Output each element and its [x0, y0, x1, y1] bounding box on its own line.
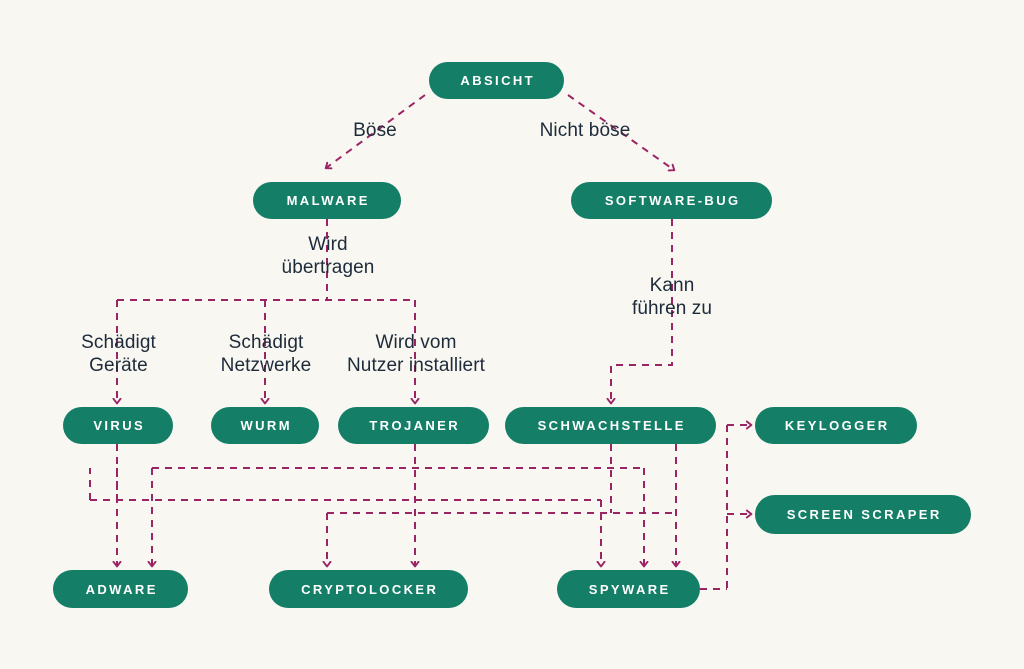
node-wurm[interactable]: WURM — [211, 407, 319, 444]
node-schwachstelle[interactable]: SCHWACHSTELLE — [505, 407, 716, 444]
node-virus[interactable]: VIRUS — [63, 407, 173, 444]
edge-label-nicht-boese: Nicht böse — [539, 120, 631, 141]
edge-label-uebertragen: Wird übertragen — [281, 234, 375, 278]
node-keylogger[interactable]: KEYLOGGER — [755, 407, 917, 444]
node-malware[interactable]: MALWARE — [253, 182, 401, 219]
node-cryptolocker[interactable]: CRYPTOLOCKER — [269, 570, 468, 608]
node-trojaner[interactable]: TROJANER — [338, 407, 489, 444]
edge-label-installiert: Wird vom Nutzer installiert — [346, 332, 485, 376]
edge-label-netzwerke: Schädigt Netzwerke — [220, 332, 312, 376]
node-adware[interactable]: ADWARE — [53, 570, 188, 608]
edge-label-boese: Böse — [353, 120, 397, 141]
edge-label-geraete: Schädigt Geräte — [81, 332, 156, 376]
node-software-bug[interactable]: SOFTWARE-BUG — [571, 182, 772, 219]
node-spyware[interactable]: SPYWARE — [557, 570, 700, 608]
edge-label-fuehren-zu: Kann führen zu — [631, 275, 713, 319]
node-screen-scraper[interactable]: SCREEN SCRAPER — [755, 495, 971, 534]
node-absicht[interactable]: ABSICHT — [429, 62, 564, 99]
